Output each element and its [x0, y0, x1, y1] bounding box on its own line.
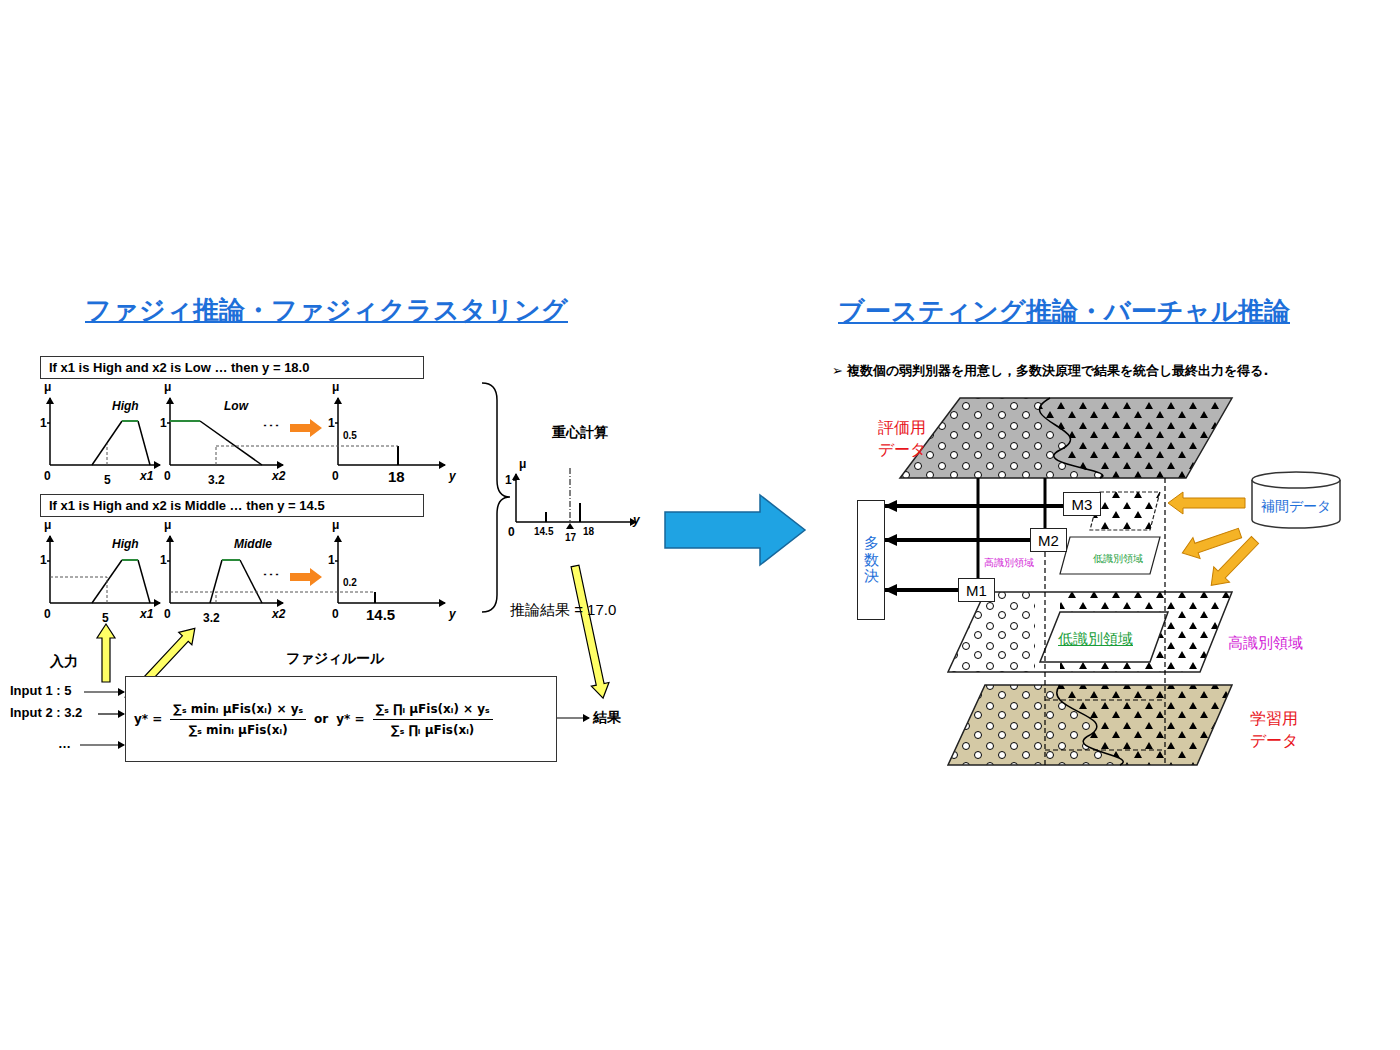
ellipsis: ･･･ — [262, 420, 280, 434]
axis-label: μ — [519, 458, 526, 472]
connector-arrow — [885, 538, 1030, 542]
region-label: 高識別領域 — [984, 557, 1034, 569]
numerator: ∑ₛ ∏ᵢ μFis(xᵢ) × yₛ — [373, 702, 493, 720]
connector-arrow — [885, 588, 958, 592]
tick-label: 0 — [332, 470, 339, 484]
output-value: 14.5 — [366, 606, 395, 623]
tick-label: 1 — [160, 554, 167, 568]
output-value: 18 — [388, 468, 405, 485]
axis-label: μ — [164, 519, 171, 533]
axis-label: μ — [44, 381, 51, 395]
formula-text: or — [314, 712, 328, 726]
node-text: If x1 is High and x2 is Low … then y = 1… — [49, 360, 309, 375]
vote-box: 多数決 — [857, 500, 885, 620]
set-name: High — [112, 538, 139, 552]
tick-label: 1 — [328, 417, 335, 431]
fraction: ∑ₛ ∏ᵢ μFis(xᵢ) × yₛ∑ₛ ∏ᵢ μFis(xᵢ) — [373, 702, 493, 737]
axis-label: x2 — [272, 608, 285, 622]
box-heading: ファジィルール — [286, 650, 384, 668]
region-label: 低識別領域 — [1058, 630, 1133, 647]
tick-label: 0 — [44, 470, 51, 484]
tick-label: 18 — [583, 526, 594, 538]
axis-label: x1 — [140, 608, 153, 622]
tick-label: 1 — [40, 554, 47, 568]
section-title: ファジィ推論・ファジィクラスタリング — [85, 296, 568, 326]
formula-row: y* = ∑ₛ minᵢ μFis(xᵢ) × yₛ∑ₛ minᵢ μFis(xᵢ… — [134, 685, 548, 753]
tick-label: 0 — [164, 608, 171, 622]
tick-label: 17 — [565, 532, 576, 544]
tick-label: 1 — [160, 417, 167, 431]
grade-value: 0.2 — [343, 577, 357, 589]
axis-label: μ — [44, 519, 51, 533]
input-value: 5 — [104, 474, 111, 488]
ellipsis: ･･･ — [262, 569, 280, 583]
fraction: ∑ₛ minᵢ μFis(xᵢ) × yₛ∑ₛ minᵢ μFis(xᵢ) — [170, 702, 306, 737]
data-label: 学習用 データ — [1250, 708, 1312, 751]
grade-value: 0.5 — [343, 430, 357, 442]
input-value: 3.2 — [203, 612, 220, 626]
formula-text: y* = — [134, 712, 162, 726]
node-text: 多数決 — [864, 535, 879, 585]
rule-box: If x1 is High and x2 is Middle … then y … — [40, 494, 424, 517]
tick-label: 1 — [505, 474, 512, 488]
data-label: 評価用 データ — [878, 417, 940, 460]
tick-label: 0 — [508, 526, 515, 540]
axis-label: μ — [332, 519, 339, 533]
node-text: M2 — [1038, 532, 1059, 549]
axis-label: μ — [332, 381, 339, 395]
classifier-box: M1 — [958, 578, 995, 602]
output-label: 結果 — [593, 709, 621, 725]
formula-text: y* = — [336, 712, 364, 726]
result-text: 推論結果 = 17.0 — [510, 601, 616, 618]
set-name: Low — [224, 400, 248, 414]
formula-box: ファジィルールy* =∑ₛ minᵢ μFis(xᵢ) × yₛ∑ₛ minᵢ … — [125, 676, 557, 762]
classifier-box: M3 — [1063, 492, 1101, 516]
node-text: M1 — [966, 582, 987, 599]
input-label: Input 2 : 3.2 — [10, 706, 82, 721]
input-label: Input 1 : 5 — [10, 684, 71, 699]
section-title: ブースティング推論・バーチャル推論 — [838, 297, 1290, 327]
tick-label: 0 — [332, 608, 339, 622]
node-text: If x1 is High and x2 is Middle … then y … — [49, 498, 325, 513]
input-value: 3.2 — [208, 474, 225, 488]
tick-label: 1 — [40, 417, 47, 431]
bullet-note: ➢ 複数個の弱判別器を用意し，多数決原理で結果を統合し最終出力を得る. — [832, 364, 1268, 379]
rule-box: If x1 is High and x2 is Low … then y = 1… — [40, 356, 424, 379]
set-name: High — [112, 400, 139, 414]
tick-label: 14.5 — [534, 526, 553, 538]
axis-label: y — [449, 608, 456, 622]
step-label: 重心計算 — [552, 424, 608, 440]
ellipsis: … — [58, 737, 71, 752]
node-text: M3 — [1072, 496, 1093, 513]
connector-arrow — [885, 504, 1063, 508]
classifier-box: M2 — [1030, 528, 1067, 552]
axis-label: μ — [164, 381, 171, 395]
axis-label: y — [449, 470, 456, 484]
axis-label: y — [633, 514, 640, 528]
axis-label: x2 — [272, 470, 285, 484]
input-heading: 入力 — [50, 653, 78, 669]
node-text: 補間データ — [1261, 498, 1331, 530]
set-name: Middle — [234, 538, 272, 552]
denominator: ∑ₛ minᵢ μFis(xᵢ) — [186, 720, 291, 737]
region-label: 高識別領域 — [1228, 634, 1303, 651]
database-cylinder: 補間データ — [1250, 470, 1342, 530]
tick-label: 0 — [164, 470, 171, 484]
tick-label: 1 — [328, 554, 335, 568]
denominator: ∑ₛ ∏ᵢ μFis(xᵢ) — [388, 720, 477, 737]
numerator: ∑ₛ minᵢ μFis(xᵢ) × yₛ — [170, 702, 306, 720]
tick-label: 0 — [44, 608, 51, 622]
region-label: 低識別領域 — [1093, 553, 1143, 565]
axis-label: x1 — [140, 470, 153, 484]
input-value: 5 — [102, 612, 109, 626]
